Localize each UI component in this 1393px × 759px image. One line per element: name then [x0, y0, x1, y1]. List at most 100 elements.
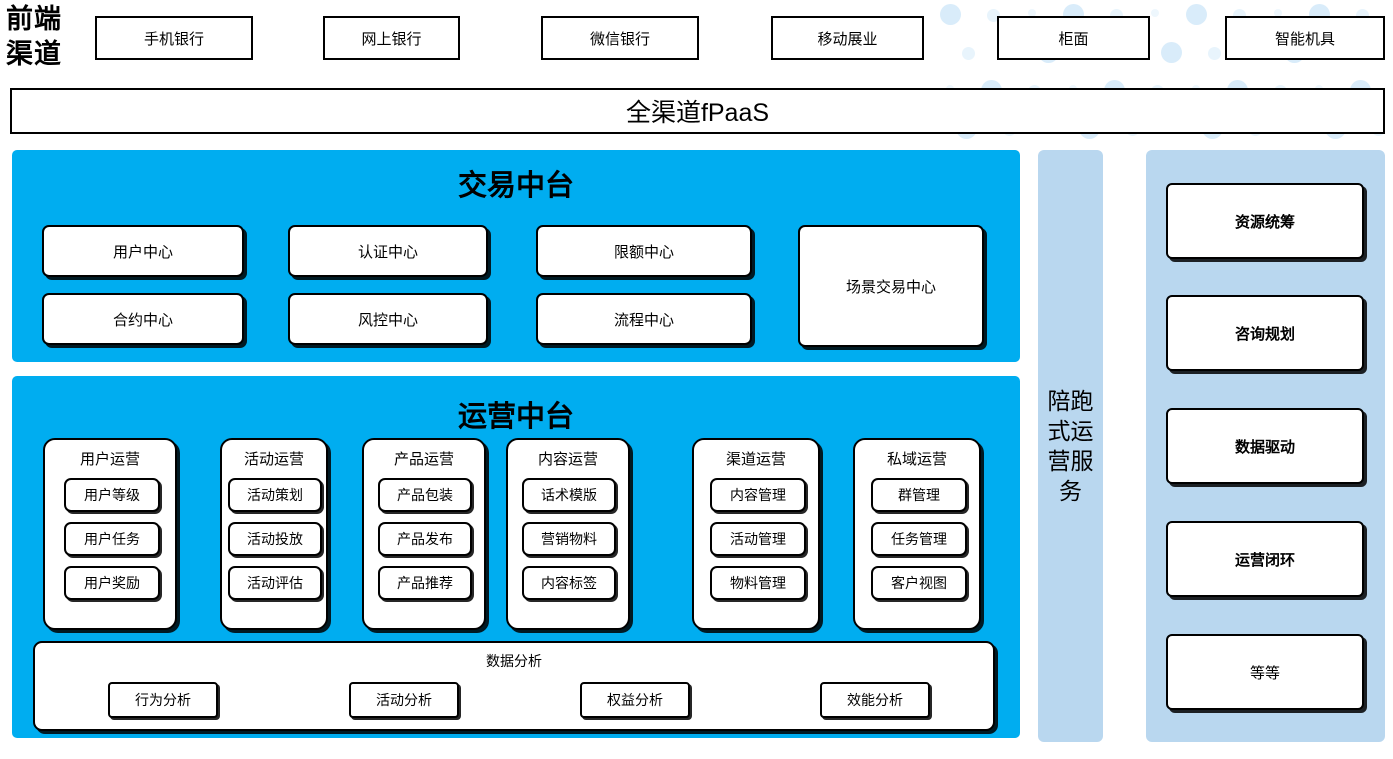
op-item-activity-planning[interactable]: 活动策划 — [228, 478, 322, 512]
tx-box-user-center[interactable]: 用户中心 — [42, 225, 244, 277]
op-group-title: 渠道运营 — [725, 451, 786, 468]
da-box-label: 活动分析 — [376, 692, 432, 708]
front-channel-label: 前端 渠道 — [6, 2, 90, 74]
tx-box-process-center[interactable]: 流程中心 — [536, 293, 752, 345]
op-item-activity-evaluation[interactable]: 活动评估 — [228, 566, 322, 600]
op-group-title: 活动运营 — [243, 451, 304, 468]
capability-label: 数据驱动 — [1234, 438, 1295, 456]
operation-center-title: 运营中台 — [457, 401, 574, 433]
channel-box-mobile-biz[interactable]: 移动展业 — [771, 16, 924, 60]
background-dot — [1161, 42, 1182, 63]
tx-box-label: 用户中心 — [112, 243, 173, 261]
capability-label: 资源统筹 — [1234, 213, 1295, 231]
channel-box-counter[interactable]: 柜面 — [997, 16, 1150, 60]
op-item-label: 产品发布 — [397, 531, 453, 547]
data-analysis-title: 数据分析 — [486, 653, 542, 669]
op-item-product-release[interactable]: 产品发布 — [378, 522, 472, 556]
front-channel-label-line1: 前端 — [6, 4, 62, 34]
op-item-content-tag[interactable]: 内容标签 — [522, 566, 616, 600]
channel-box-wechat-bank[interactable]: 微信银行 — [541, 16, 699, 60]
accompanying-operation-service-column: 陪跑式运营服务 — [1038, 150, 1103, 742]
channel-label: 微信银行 — [589, 30, 650, 48]
op-item-label: 客户视图 — [891, 575, 947, 591]
tx-box-risk-center[interactable]: 风控中心 — [288, 293, 488, 345]
op-item-label: 群管理 — [898, 487, 940, 503]
op-item-user-reward[interactable]: 用户奖励 — [64, 566, 160, 600]
op-item-group-management[interactable]: 群管理 — [871, 478, 967, 512]
da-box-rights-analysis[interactable]: 权益分析 — [580, 682, 690, 718]
op-group-title: 用户运营 — [79, 451, 140, 468]
op-item-user-level[interactable]: 用户等级 — [64, 478, 160, 512]
op-group-title: 内容运营 — [537, 451, 598, 468]
op-group-title: 产品运营 — [393, 451, 454, 468]
channel-label: 移动展业 — [817, 30, 878, 48]
capability-box-data-driven[interactable]: 数据驱动 — [1166, 408, 1364, 484]
da-box-label: 效能分析 — [847, 692, 903, 708]
op-item-content-management[interactable]: 内容管理 — [710, 478, 806, 512]
tx-box-label: 场景交易中心 — [845, 278, 936, 296]
op-item-product-packaging[interactable]: 产品包装 — [378, 478, 472, 512]
capability-box-consulting-planning[interactable]: 咨询规划 — [1166, 295, 1364, 371]
op-item-label: 用户奖励 — [84, 575, 140, 591]
op-group-user-operation: 用户运营 用户等级 用户任务 用户奖励 — [43, 438, 177, 630]
op-item-label: 任务管理 — [891, 531, 947, 547]
capability-label: 等等 — [1249, 664, 1280, 682]
capability-column: 资源统筹 咨询规划 数据驱动 运营闭环 等等 — [1146, 150, 1385, 742]
capability-label: 运营闭环 — [1234, 551, 1295, 569]
op-item-label: 内容标签 — [541, 575, 597, 591]
op-item-product-recommendation[interactable]: 产品推荐 — [378, 566, 472, 600]
op-group-activity-operation: 活动运营 活动策划 活动投放 活动评估 — [220, 438, 328, 630]
channel-label: 智能机具 — [1274, 30, 1335, 48]
background-dot — [1208, 47, 1221, 60]
channel-box-smart-machine[interactable]: 智能机具 — [1225, 16, 1385, 60]
op-item-customer-view[interactable]: 客户视图 — [871, 566, 967, 600]
capability-box-etc[interactable]: 等等 — [1166, 634, 1364, 710]
channel-label: 柜面 — [1058, 30, 1089, 48]
op-item-label: 物料管理 — [730, 575, 786, 591]
op-item-script-template[interactable]: 话术模版 — [522, 478, 616, 512]
channel-box-online-bank[interactable]: 网上银行 — [323, 16, 460, 60]
tx-box-auth-center[interactable]: 认证中心 — [288, 225, 488, 277]
op-item-material-management[interactable]: 物料管理 — [710, 566, 806, 600]
op-item-user-task[interactable]: 用户任务 — [64, 522, 160, 556]
da-box-efficiency-analysis[interactable]: 效能分析 — [820, 682, 930, 718]
op-item-label: 产品包装 — [397, 487, 453, 503]
tx-box-label: 流程中心 — [613, 311, 674, 329]
tx-box-label: 认证中心 — [357, 243, 418, 261]
capability-box-operation-closed-loop[interactable]: 运营闭环 — [1166, 521, 1364, 597]
channel-box-mobile-bank[interactable]: 手机银行 — [95, 16, 253, 60]
da-box-activity-analysis[interactable]: 活动分析 — [349, 682, 459, 718]
background-dot — [1151, 9, 1159, 17]
op-item-label: 用户等级 — [84, 487, 140, 503]
fpaas-label: 全渠道fPaaS — [625, 99, 770, 127]
op-item-label: 用户任务 — [84, 531, 140, 547]
op-item-label: 内容管理 — [730, 487, 786, 503]
background-dot — [1186, 4, 1207, 25]
tx-box-contract-center[interactable]: 合约中心 — [42, 293, 244, 345]
tx-box-limit-center[interactable]: 限额中心 — [536, 225, 752, 277]
capability-box-resource-coordination[interactable]: 资源统筹 — [1166, 183, 1364, 259]
op-item-activity-management[interactable]: 活动管理 — [710, 522, 806, 556]
op-item-label: 活动管理 — [730, 531, 786, 547]
op-item-label: 话术模版 — [541, 487, 597, 503]
op-group-content-operation: 内容运营 话术模版 营销物料 内容标签 — [506, 438, 630, 630]
omnichannel-fpaas-bar[interactable]: 全渠道fPaaS — [10, 88, 1385, 134]
op-item-marketing-material[interactable]: 营销物料 — [522, 522, 616, 556]
tx-box-label: 风控中心 — [357, 311, 418, 329]
op-item-label: 活动投放 — [247, 531, 303, 547]
op-item-task-management[interactable]: 任务管理 — [871, 522, 967, 556]
op-item-label: 活动策划 — [247, 487, 303, 503]
op-item-label: 产品推荐 — [397, 575, 453, 591]
da-box-behavior-analysis[interactable]: 行为分析 — [108, 682, 218, 718]
tx-box-scenario-trade-center[interactable]: 场景交易中心 — [798, 225, 984, 347]
da-box-label: 权益分析 — [607, 692, 663, 708]
tx-box-label: 合约中心 — [112, 311, 173, 329]
front-channel-label-line2: 渠道 — [6, 39, 62, 69]
background-dot — [962, 47, 975, 60]
op-group-channel-operation: 渠道运营 内容管理 活动管理 物料管理 — [692, 438, 820, 630]
channel-label: 网上银行 — [361, 30, 422, 48]
capability-label: 咨询规划 — [1234, 325, 1295, 343]
transaction-center-title: 交易中台 — [457, 170, 574, 202]
op-item-activity-delivery[interactable]: 活动投放 — [228, 522, 322, 556]
